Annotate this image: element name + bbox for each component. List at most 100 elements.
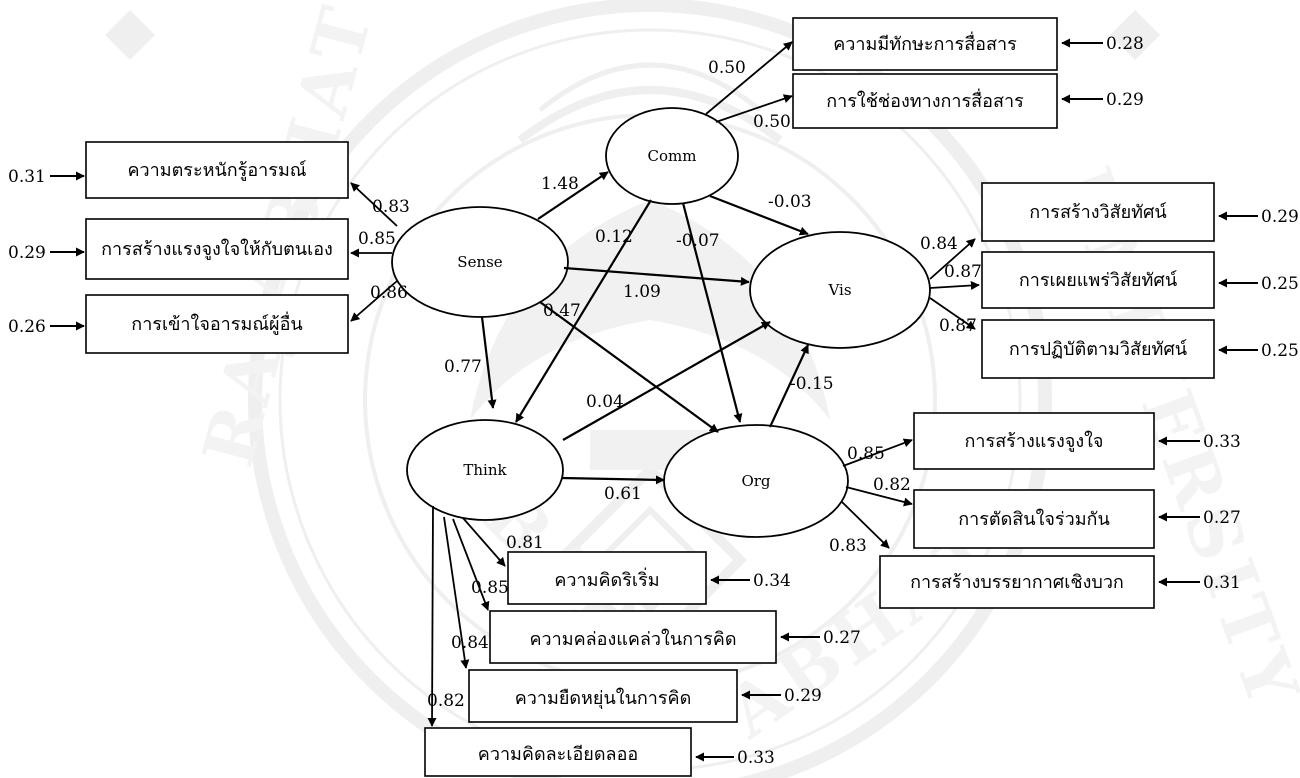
loading-arrow-comm-1: [705, 41, 793, 115]
loading-label-org-2: 0.82: [873, 475, 911, 495]
indicator-box-org-1: การสร้างแรงจูงใจ: [913, 412, 1155, 470]
path-arrow-sense-org: [539, 301, 719, 433]
error-paths: [50, 38, 1258, 762]
loading-label-think-4: 0.82: [427, 691, 465, 711]
loading-labels: 0.83 0.85 0.86 0.50 0.50 0.84 0.87 0.87 …: [358, 58, 982, 711]
loading-arrow-org-2: [845, 486, 913, 507]
indicator-box-vis-2: การเผยแพร่วิสัยทัศน์: [981, 251, 1215, 309]
loading-arrow-org-3: [841, 501, 890, 549]
path-label-comm-think: 0.12: [595, 227, 633, 247]
path-arrow-sense-think: [480, 316, 497, 409]
indicator-box-think-3: ความยืดหยุ่นในการคิด: [468, 669, 738, 723]
path-arrow-comm-think: [515, 199, 652, 423]
indicator-label-vis-2: การเผยแพร่วิสัยทัศน์: [1019, 270, 1177, 291]
loading-arrow-sense-1: [350, 182, 398, 227]
indicator-label-sense-1: ความตระหนักรู้อารมณ์: [127, 160, 306, 181]
indicator-label-think-3: ความยืดหยุ่นในการคิด: [515, 687, 692, 709]
path-arrow-comm-vis: [709, 194, 809, 236]
path-label-org-vis: -0.15: [790, 374, 834, 394]
error-label-vis-3: 0.25: [1261, 341, 1299, 361]
path-label-sense-vis: 1.09: [623, 282, 661, 302]
loading-arrow-org-1: [842, 438, 913, 467]
indicator-box-vis-1: การสร้างวิสัยทัศน์: [981, 182, 1215, 242]
latent-org-label: Org: [741, 472, 770, 490]
loading-label-vis-2: 0.87: [944, 262, 982, 282]
loading-arrow-comm-2: [715, 94, 793, 123]
path-arrow-think-vis: [562, 321, 771, 441]
indicator-box-org-2: การตัดสินใจร่วมกัน: [913, 489, 1155, 549]
error-label-vis-1: 0.29: [1261, 207, 1299, 227]
indicator-label-comm-2: การใช้ช่องทางการสื่อสาร: [826, 88, 1024, 112]
path-arrow-org-vis: [769, 344, 809, 428]
indicator-label-vis-3: การปฏิบัติตามวิสัยทัศน์: [1009, 339, 1187, 360]
loading-label-vis-1: 0.84: [920, 234, 958, 254]
loading-label-org-1: 0.85: [847, 444, 885, 464]
latent-org: Org: [663, 424, 849, 538]
loading-label-sense-2: 0.85: [358, 229, 396, 249]
indicator-box-think-1: ความคิดริเริ่ม: [507, 551, 707, 605]
loading-label-org-3: 0.83: [829, 536, 867, 556]
path-arrow-comm-org: [681, 202, 743, 423]
path-label-think-vis: 0.04: [586, 392, 624, 412]
indicator-label-think-2: ความคล่องแคล่วในการคิด: [529, 628, 736, 650]
structural-paths: [480, 171, 809, 485]
error-label-sense-3: 0.26: [8, 317, 46, 337]
latent-think-label: Think: [463, 461, 507, 479]
indicator-label-org-3: การสร้างบรรยากาศเชิงบวก: [910, 572, 1124, 593]
indicator-label-org-1: การสร้างแรงจูงใจ: [965, 430, 1104, 452]
error-label-think-3: 0.29: [784, 686, 822, 706]
indicator-box-comm-1: ความมีทักษะการสื่อสาร: [792, 17, 1058, 71]
indicator-box-org-3: การสร้างบรรยากาศเชิงบวก: [879, 555, 1155, 609]
loading-arrow-think-3: [443, 516, 470, 669]
indicator-label-sense-2: การสร้างแรงจูงใจให้กับตนเอง: [101, 238, 333, 260]
indicator-label-vis-1: การสร้างวิสัยทัศน์: [1029, 202, 1167, 223]
loading-arrow-think-1: [462, 517, 506, 567]
latent-vis-label: Vis: [827, 281, 851, 299]
indicator-box-comm-2: การใช้ช่องทางการสื่อสาร: [792, 73, 1058, 129]
path-label-sense-comm: 1.48: [541, 174, 579, 194]
indicator-box-think-2: ความคล่องแคล่วในการคิด: [489, 610, 777, 664]
loading-label-vis-3: 0.87: [939, 316, 977, 336]
loading-label-think-2: 0.85: [471, 578, 509, 598]
loading-arrow-think-2: [452, 518, 490, 611]
error-label-org-3: 0.31: [1203, 573, 1241, 593]
error-label-sense-1: 0.31: [8, 167, 46, 187]
loading-arrow-vis-3: [929, 297, 976, 330]
error-label-think-4: 0.33: [737, 748, 775, 768]
path-label-sense-think: 0.77: [444, 357, 482, 377]
loading-arrow-vis-2: [929, 281, 980, 290]
path-arrow-sense-vis: [563, 266, 750, 286]
loading-label-sense-3: 0.86: [370, 283, 408, 303]
indicator-box-sense-3: การเข้าใจอารมณ์ผู้อื่น: [85, 294, 349, 354]
indicator-box-sense-1: ความตระหนักรู้อารมณ์: [85, 141, 349, 199]
path-label-think-org: 0.61: [604, 484, 642, 504]
loading-label-sense-1: 0.83: [372, 197, 410, 217]
indicator-label-think-1: ความคิดริเริ่ม: [554, 567, 659, 591]
loading-arrow-think-4: [427, 505, 437, 727]
loading-label-comm-2: 0.50: [753, 112, 791, 132]
error-label-org-1: 0.33: [1203, 432, 1241, 452]
error-label-think-2: 0.27: [823, 628, 861, 648]
loading-arrow-sense-3: [350, 280, 398, 322]
error-label-vis-2: 0.25: [1261, 274, 1299, 294]
latent-think: Think: [406, 419, 564, 521]
loading-label-think-1: 0.81: [506, 533, 544, 553]
path-labels: 1.48 1.09 0.47 0.77 -0.03 0.12 -0.07 0.0…: [444, 174, 834, 504]
indicator-box-think-4: ความคิดละเอียดลออ: [424, 727, 692, 777]
path-label-comm-vis: -0.03: [768, 192, 812, 212]
latent-comm: Comm: [605, 107, 739, 205]
loading-paths: [350, 41, 980, 727]
latent-comm-label: Comm: [648, 147, 697, 165]
error-label-think-1: 0.34: [753, 571, 791, 591]
latent-vis: Vis: [749, 231, 931, 349]
indicator-label-think-4: ความคิดละเอียดลออ: [478, 744, 638, 765]
error-label-org-2: 0.27: [1203, 508, 1241, 528]
error-label-sense-2: 0.29: [8, 243, 46, 263]
latent-sense-label: Sense: [457, 253, 503, 271]
path-label-comm-org: -0.07: [676, 231, 720, 251]
indicator-label-org-2: การตัดสินใจร่วมกัน: [958, 508, 1110, 530]
indicator-label-comm-1: ความมีทักษะการสื่อสาร: [833, 31, 1017, 55]
path-arrow-sense-comm: [537, 171, 609, 220]
loading-label-comm-1: 0.50: [708, 58, 746, 78]
